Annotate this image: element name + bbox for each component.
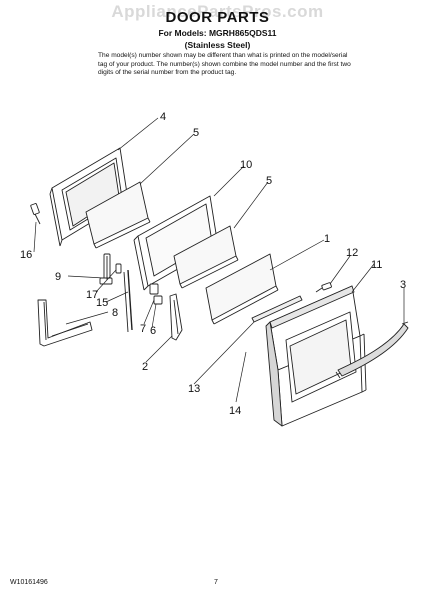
part-outer-door-panel	[265, 285, 367, 427]
callout-4: 4	[160, 111, 166, 123]
callout-14: 14	[229, 405, 241, 417]
part-handle-screw	[315, 282, 332, 293]
callout-5b: 5	[266, 175, 272, 187]
callout-11: 11	[371, 259, 382, 271]
callout-8: 8	[112, 307, 118, 319]
part-inner-glass-1	[85, 181, 151, 249]
callout-12: 13	[188, 383, 200, 395]
part-trim-strip	[251, 295, 303, 323]
part-inner-door-liner	[49, 147, 129, 247]
callout-15: 15	[96, 297, 108, 309]
callout-6: 6	[150, 325, 156, 337]
part-hinge	[99, 253, 113, 285]
part-hinge-rod	[123, 269, 133, 333]
callout-labels: 4 5 10 5 1 12 11 3 16 9 17 15 8 7 6 2 13…	[20, 111, 406, 417]
part-outer-glass	[205, 253, 279, 325]
callout-17: 17	[86, 289, 98, 301]
part-screw	[30, 203, 41, 225]
callout-7: 7	[140, 323, 146, 335]
callout-2: 2	[142, 361, 148, 373]
callout-13: 12	[346, 247, 358, 259]
part-hinge-pin	[115, 263, 122, 274]
model-line: For Models: MGRH865QDS11	[158, 28, 277, 38]
watermark: AppliancePartsPros.com	[111, 2, 324, 21]
callout-1: 1	[324, 233, 330, 245]
part-latch-bracket	[149, 283, 163, 305]
callout-10: 9	[55, 271, 61, 283]
part-inner-glass-2	[173, 225, 239, 289]
part-glass-frame	[133, 195, 219, 291]
part-vent-trim	[37, 299, 93, 347]
callout-16: 16	[20, 249, 32, 261]
document-number: W10161496	[10, 579, 48, 586]
callout-9: 10	[240, 159, 252, 171]
page-title: DOOR PARTS	[165, 9, 270, 26]
page-number: 7	[214, 579, 218, 586]
part-door-handle	[335, 321, 409, 379]
callout-3: 3	[400, 279, 406, 291]
disclaimer-note: The model(s) number shown may be differe…	[98, 52, 351, 77]
leader-lines	[33, 117, 405, 403]
part-side-bracket	[169, 293, 183, 341]
callout-5a: 5	[193, 127, 199, 139]
finish-line: (Stainless Steel)	[184, 40, 251, 50]
